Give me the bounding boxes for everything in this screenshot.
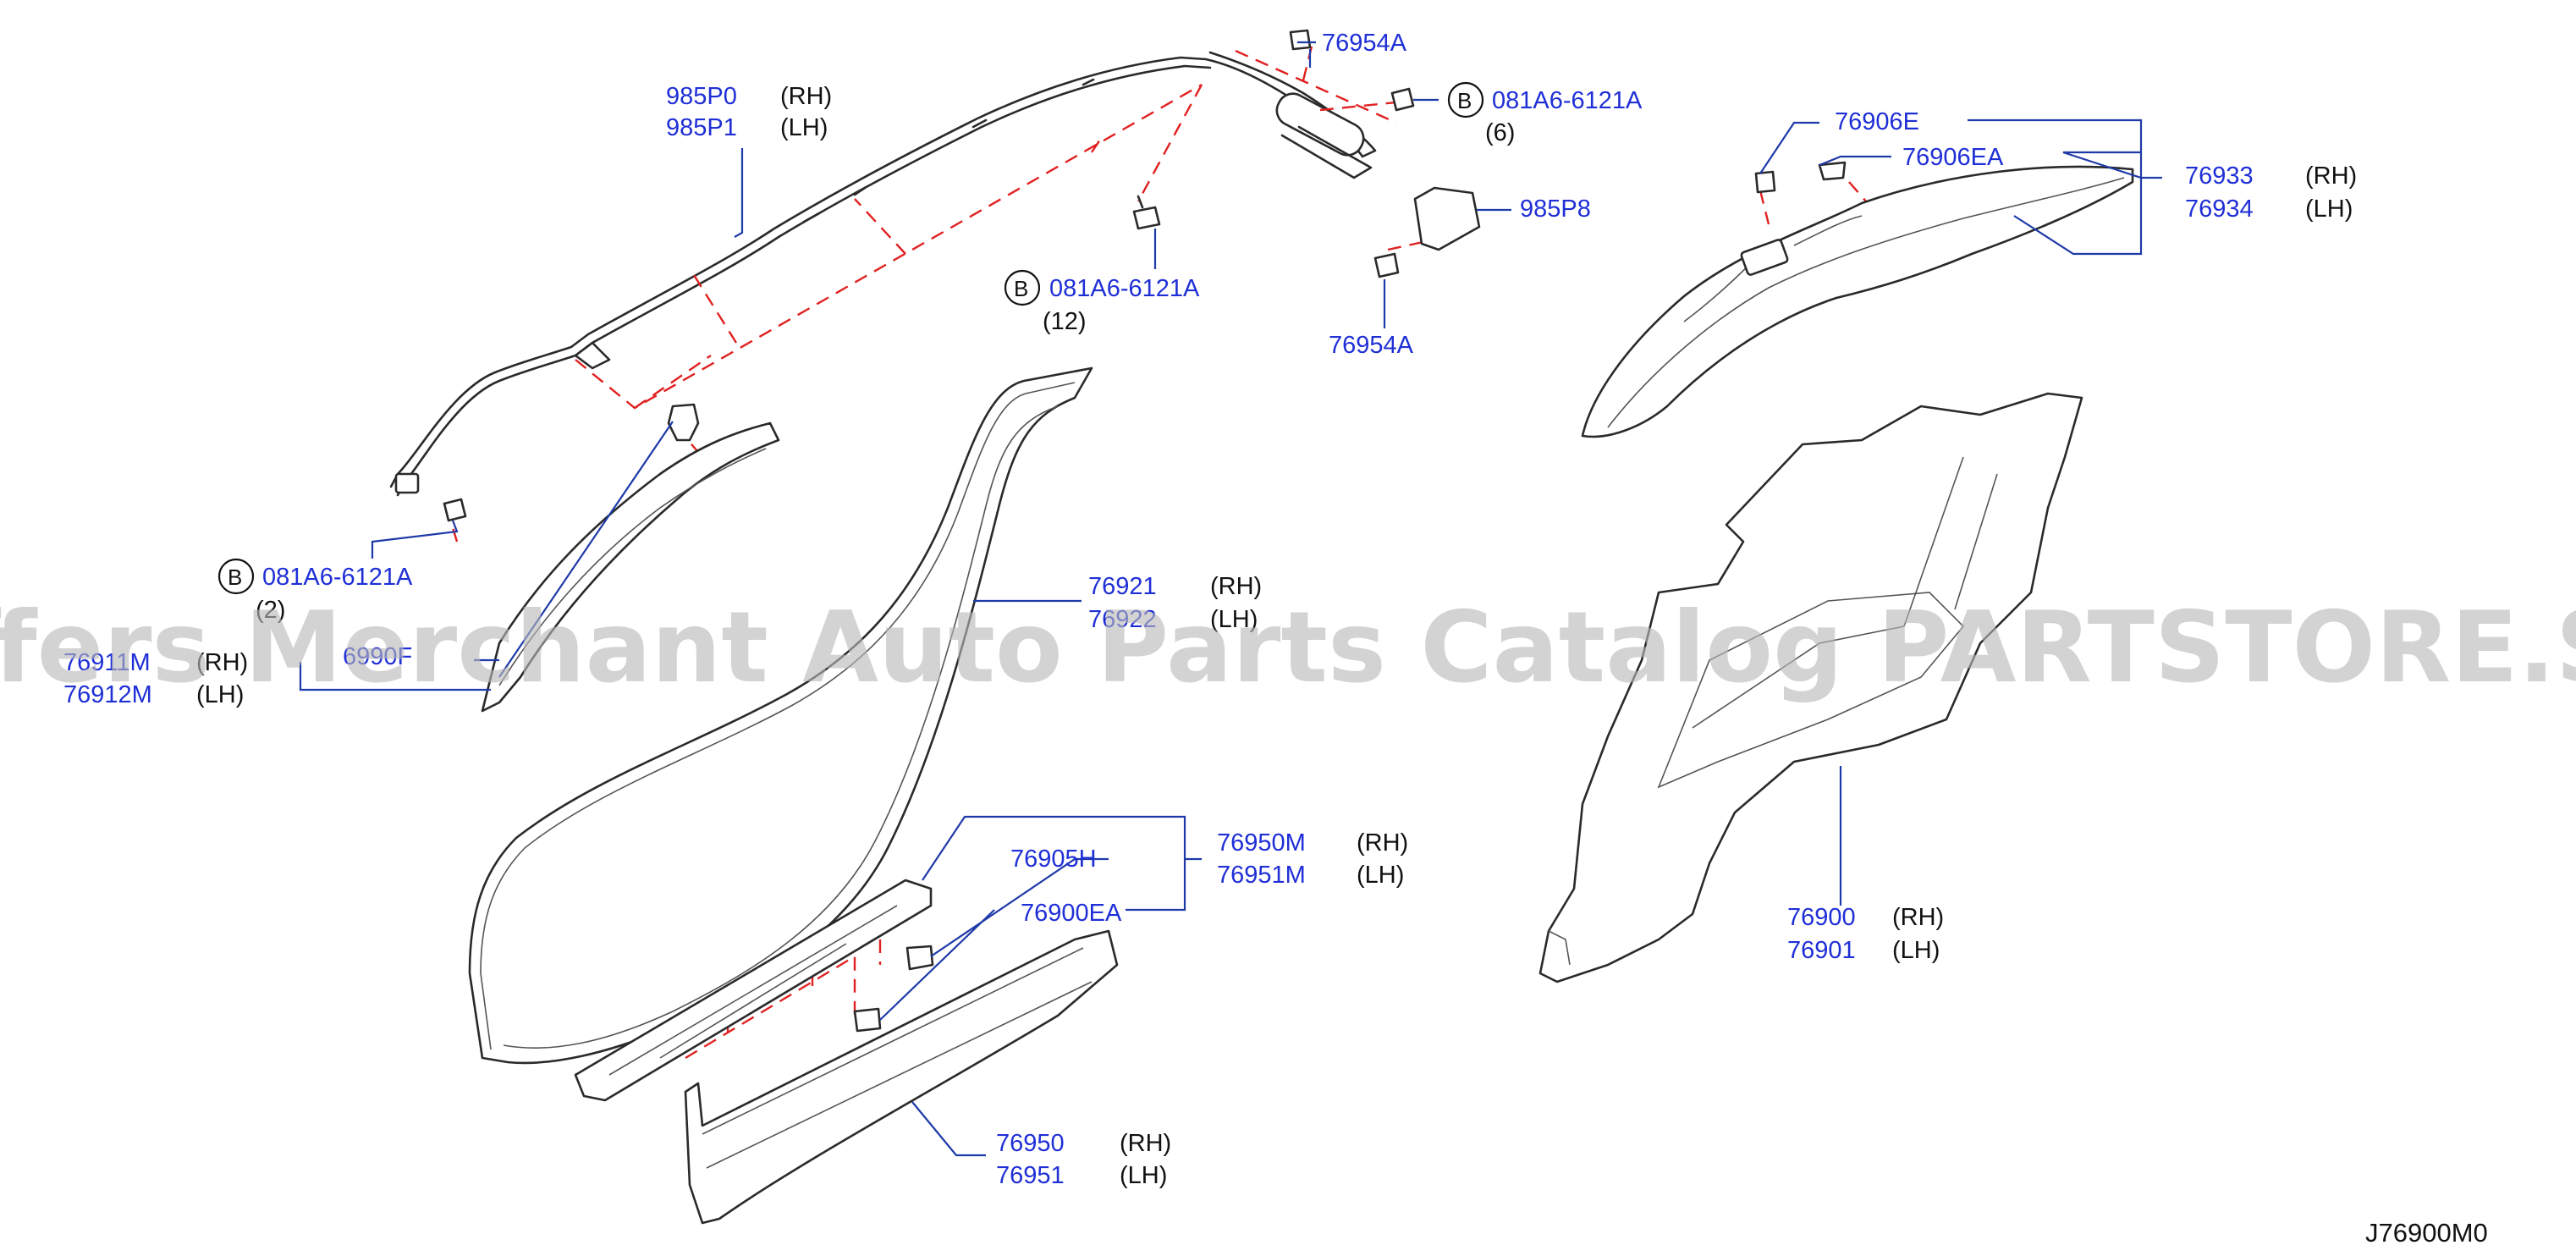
b-mid-letter: B — [1014, 276, 1028, 301]
b-left-letter: B — [228, 565, 242, 590]
side-76950: (RH) — [1120, 1130, 1171, 1157]
label-76951: 76951 — [996, 1162, 1065, 1189]
side-76934: (LH) — [2305, 196, 2353, 223]
side-76912M: (LH) — [196, 681, 244, 708]
label-76900: 76900 — [1787, 904, 1856, 931]
qty-081A6-top: (6) — [1485, 119, 1515, 146]
label-76906EA: 76906EA — [1902, 144, 2004, 171]
side-76933: (RH) — [2305, 163, 2357, 190]
side-76950M: (RH) — [1357, 829, 1408, 857]
b-symbols — [217, 81, 1484, 595]
side-sill-drawing — [684, 929, 1119, 1225]
kicking-plate-drawing — [574, 879, 933, 1102]
label-081A6-left: 081A6-6121A — [262, 564, 413, 591]
label-76901: 76901 — [1787, 937, 1856, 964]
b-top-letter: B — [1457, 88, 1472, 113]
side-76900: (RH) — [1892, 904, 1944, 931]
rear-parcel-side-finisher-drawing — [1581, 165, 2134, 438]
leader-lines — [299, 41, 2162, 1157]
label-76900EA: 76900EA — [1021, 900, 1122, 927]
label-76954A-bot: 76954A — [1329, 332, 1414, 359]
label-76912M: 76912M — [63, 681, 152, 708]
watermark-text: Offers Merchant Auto Parts Catalog PARTS… — [0, 591, 2576, 705]
side-76951: (LH) — [1120, 1162, 1167, 1189]
label-76933: 76933 — [2185, 163, 2254, 190]
side-76921: (RH) — [1210, 573, 1262, 600]
label-76921: 76921 — [1088, 573, 1157, 600]
qty-081A6-mid: (12) — [1043, 308, 1087, 335]
side-76922: (LH) — [1210, 606, 1258, 633]
side-985P0: (RH) — [780, 83, 832, 110]
label-985P8: 985P8 — [1520, 196, 1591, 223]
label-081A6-top: 081A6-6121A — [1492, 87, 1643, 114]
callout-labels: 985P0 (RH) 985P1 (LH) 76954A B 081A6-612… — [63, 30, 2488, 1248]
label-985P1: 985P1 — [666, 114, 737, 141]
label-081A6-mid: 081A6-6121A — [1049, 275, 1200, 302]
qty-081A6-left: (2) — [256, 597, 285, 624]
side-76951M: (LH) — [1357, 862, 1404, 889]
label-76950: 76950 — [996, 1130, 1065, 1157]
cover-985P8-drawing — [1413, 186, 1481, 251]
side-76901: (LH) — [1892, 937, 1940, 964]
label-76906E: 76906E — [1835, 108, 1919, 135]
label-76954A-top: 76954A — [1322, 30, 1407, 57]
label-76922: 76922 — [1088, 606, 1157, 633]
label-76934: 76934 — [2185, 196, 2254, 223]
curtain-airbag-drawing — [389, 51, 1377, 497]
label-76911M: 76911M — [63, 649, 151, 676]
label-76950M: 76950M — [1217, 829, 1306, 857]
side-76911M: (RH) — [196, 649, 248, 676]
label-985P0: 985P0 — [666, 83, 737, 110]
label-76905H: 76905H — [1010, 846, 1097, 873]
a-pillar-finisher-drawing — [481, 421, 780, 713]
label-76951M: 76951M — [1217, 862, 1306, 889]
rear-side-finisher-drawing — [1538, 392, 2083, 983]
side-985P1: (LH) — [780, 114, 828, 141]
label-6990F: 6990F — [343, 643, 412, 670]
diagram-id: J76900M0 — [2365, 1218, 2488, 1248]
fasteners-drawing — [443, 29, 1847, 1033]
